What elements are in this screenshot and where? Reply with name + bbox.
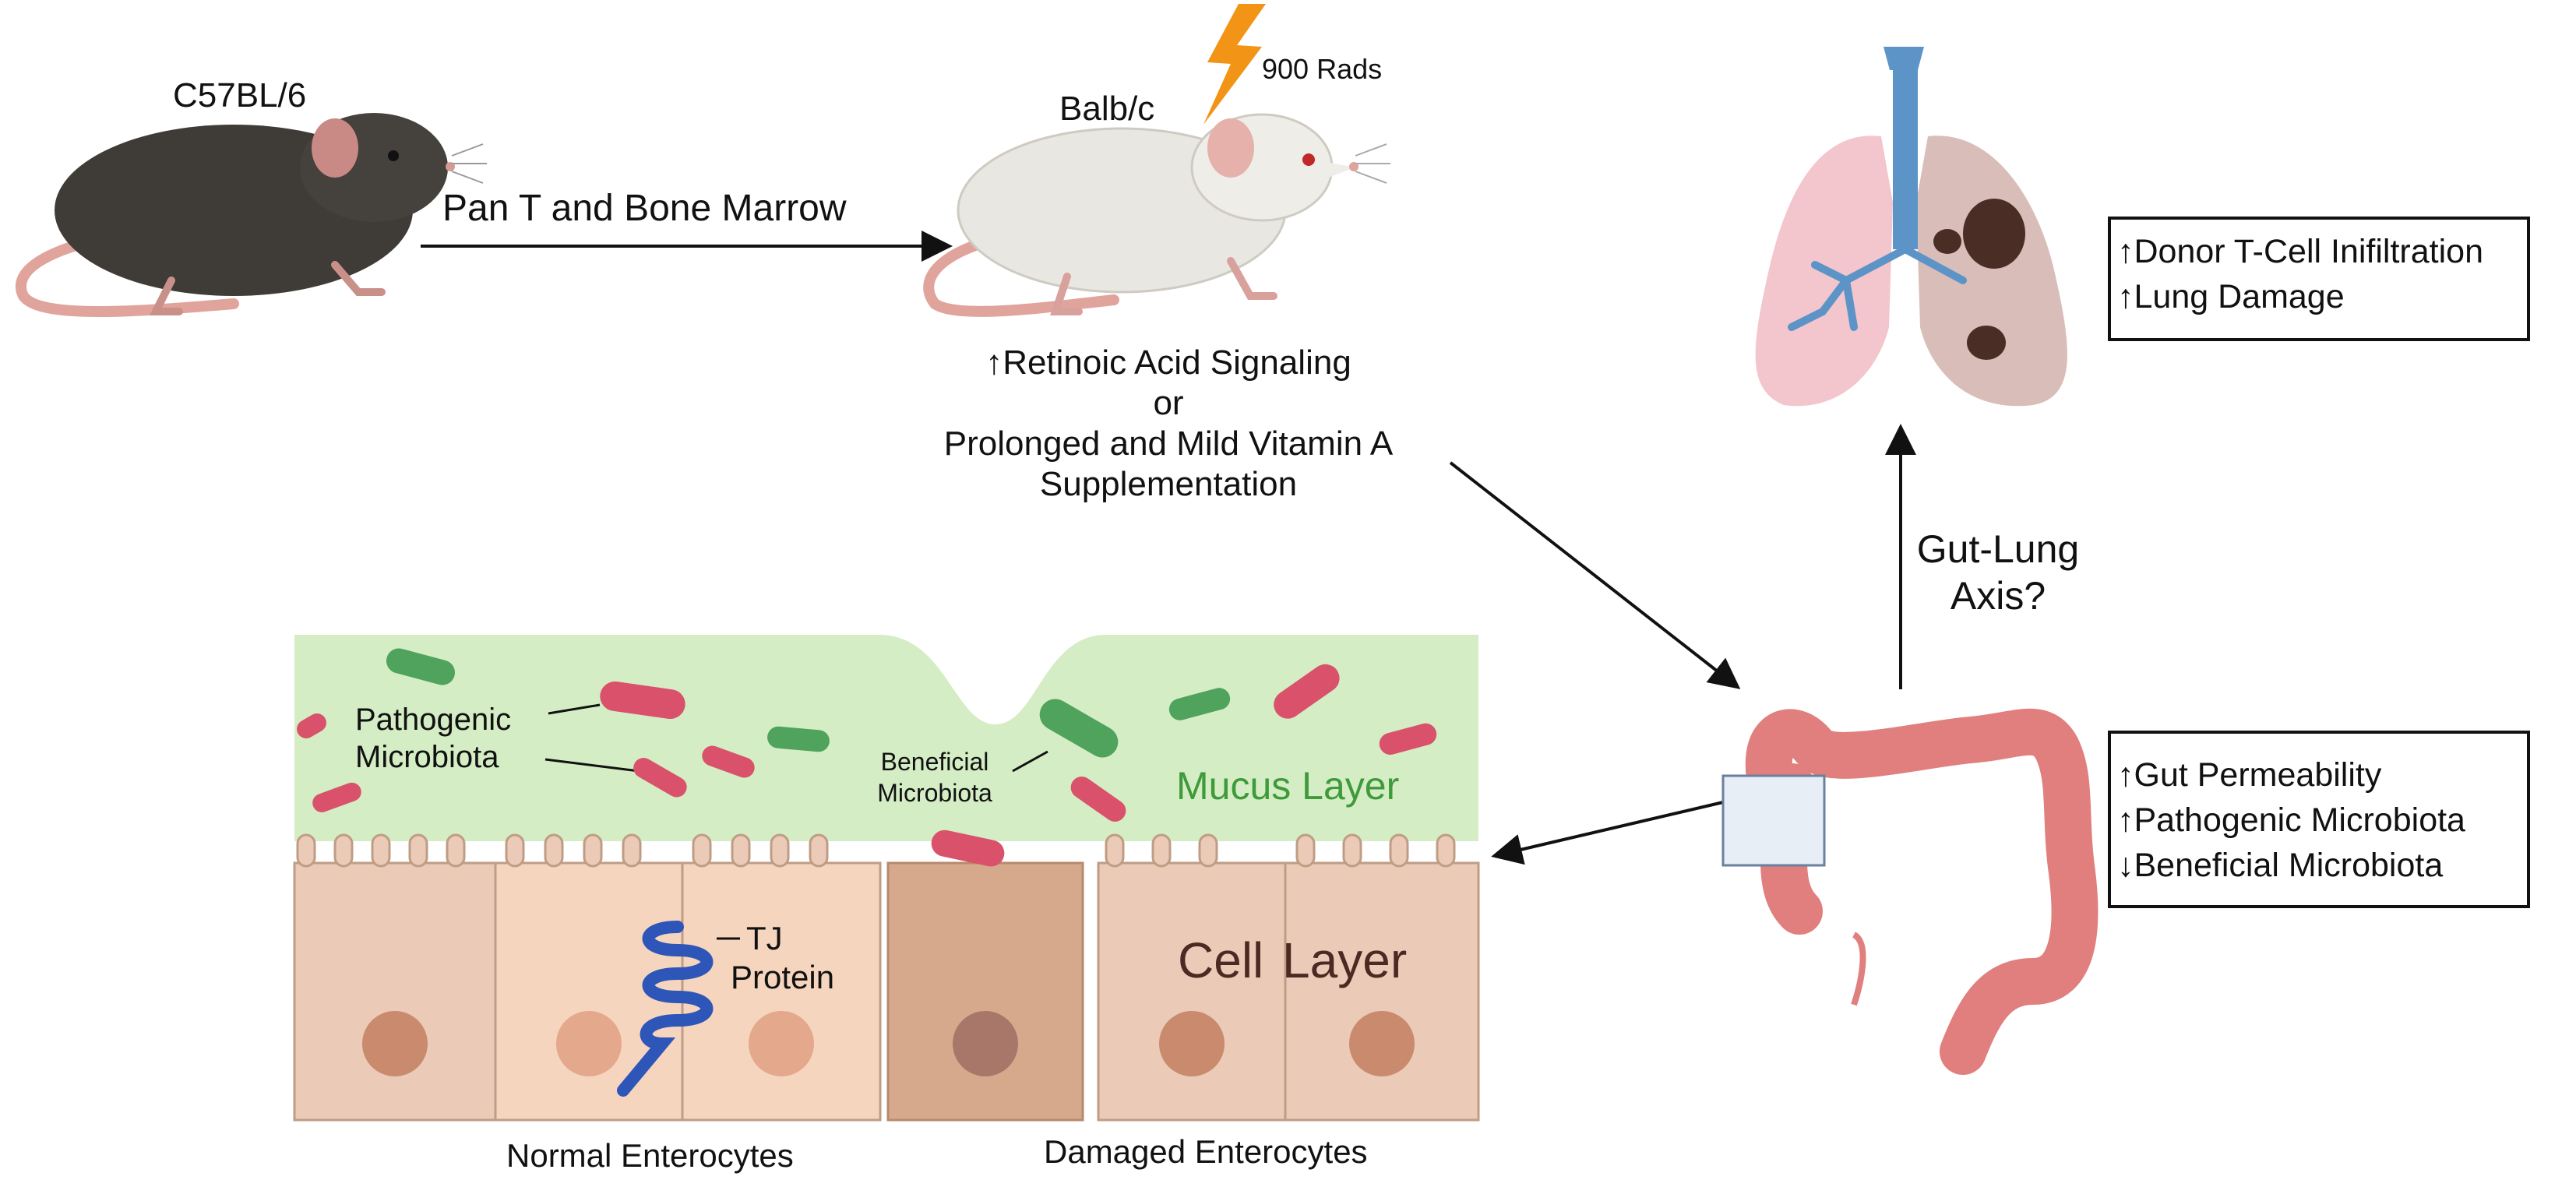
up-arrow-icon: ↑: [985, 343, 1003, 382]
mucus-layer-label: Mucus Layer: [1176, 764, 1400, 808]
radiation-bolt-icon: [1203, 4, 1266, 125]
lung-effect-row: ↑Donor T-Cell Inifiltration: [2117, 233, 2483, 270]
tj-protein-label: TJ Protein: [731, 920, 835, 995]
cell-layer-label: Cell Layer: [1178, 932, 1408, 988]
treatment-line-3: Prolonged and Mild Vitamin A: [943, 424, 1394, 463]
pathogenic-microbiota-label: Pathogenic Microbiota: [355, 703, 512, 774]
treatment-line-4: Supplementation: [1039, 465, 1298, 503]
donor-mouse-label: C57BL/6: [173, 76, 307, 114]
recipient-mouse: [923, 113, 1390, 317]
recipient-mouse-label: Balb/c: [1059, 90, 1155, 128]
lungs: [1755, 47, 2067, 407]
gut-effect-row: ↑Pathogenic Microbiota: [2117, 801, 2465, 839]
beneficial-microbiota-label: Beneficial Microbiota: [877, 748, 992, 807]
treatment-text: ↑Retinoic Acid Signaling or Prolonged an…: [888, 343, 1449, 505]
treatment-arrow: [1449, 461, 1741, 689]
gut-effect-row: ↑Gut Permeability: [2117, 756, 2382, 794]
colon: [1721, 708, 2099, 1075]
tj-protein-icon: [617, 921, 714, 1097]
transfer-label: Pan T and Bone Marrow: [442, 188, 847, 229]
up-arrow-icon: ↑: [2117, 233, 2134, 270]
donor-mouse: [16, 113, 487, 317]
up-arrow-icon: ↑: [2117, 278, 2134, 315]
damaged-enterocytes-label: Damaged Enterocytes: [1044, 1133, 1368, 1170]
gut-effect-row: ↓Beneficial Microbiota: [2117, 847, 2444, 884]
intestine-panel: [293, 635, 1480, 1122]
treatment-line-2: or: [1153, 384, 1184, 422]
gut-lung-axis-label: Gut-Lung Axis?: [1916, 527, 2080, 618]
up-arrow-icon: ↑: [2117, 756, 2134, 794]
normal-enterocytes-label: Normal Enterocytes: [506, 1137, 794, 1174]
lung-effect-row: ↑Lung Damage: [2117, 278, 2345, 315]
lung-effects-box: ↑Donor T-Cell Inifiltration ↑Lung Damage: [2108, 217, 2530, 341]
zoom-arrow: [1491, 801, 1724, 865]
gut-effects-box: ↑Gut Permeability ↑Pathogenic Microbiota…: [2108, 731, 2530, 908]
treatment-line-1: ↑Retinoic Acid Signaling: [985, 343, 1351, 382]
down-arrow-icon: ↓: [2117, 847, 2134, 884]
radiation-label: 900 Rads: [1262, 53, 1383, 85]
up-arrow-icon: ↑: [2117, 801, 2134, 839]
colon-zoom-square: [1721, 774, 1826, 867]
